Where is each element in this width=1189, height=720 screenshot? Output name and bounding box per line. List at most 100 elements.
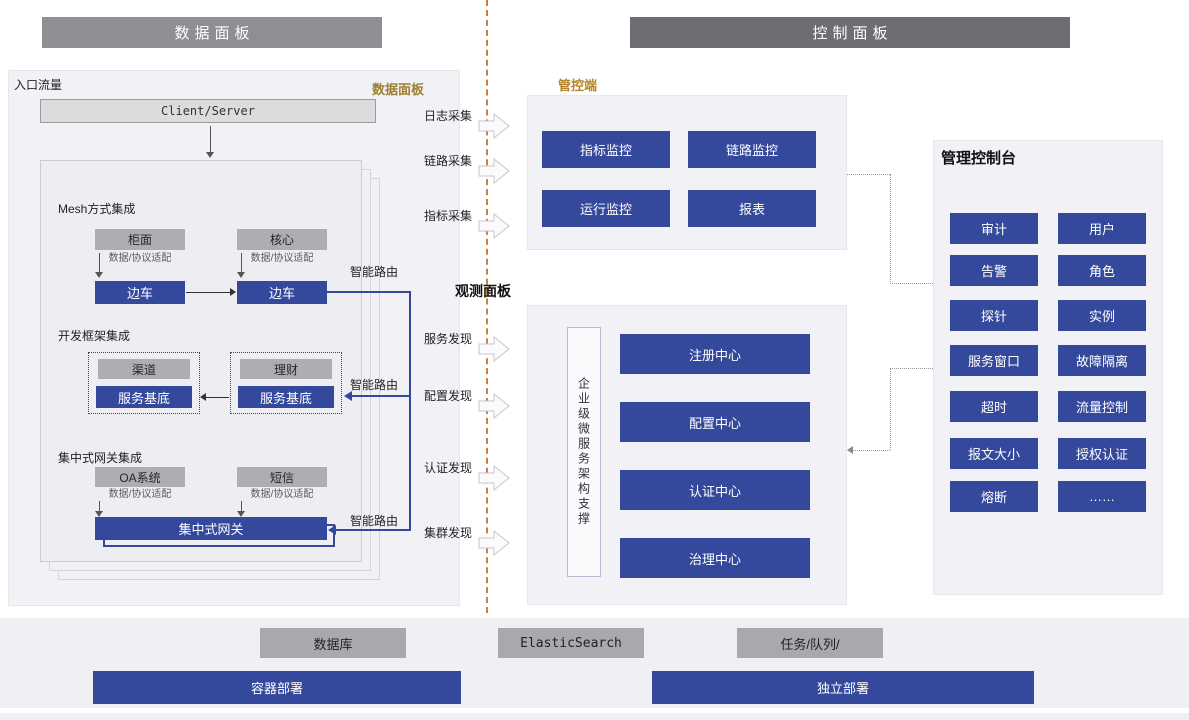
console-button-more: …… xyxy=(1058,481,1146,512)
core-box: 核心 xyxy=(237,229,327,250)
mesh-right-down-line xyxy=(241,253,242,274)
adapter-label: 数据/协议适配 xyxy=(108,253,172,264)
routing-arrow-middle-icon xyxy=(344,391,352,401)
flow-arrow-icon xyxy=(478,530,510,556)
console-button-timeout: 超时 xyxy=(950,391,1038,422)
mesh-section-title: Mesh方式集成 xyxy=(58,202,136,216)
trace-monitor-button: 链路监控 xyxy=(688,131,816,168)
gateway-left-down-arrow-icon xyxy=(95,511,103,517)
counter-box: 柜面 xyxy=(95,229,185,250)
dotted-connector xyxy=(890,283,933,284)
routing-line-middle xyxy=(351,395,410,397)
client-server-down-arrow-icon xyxy=(206,152,214,158)
database-box: 数据库 xyxy=(260,628,406,658)
service-base-box-right: 服务基底 xyxy=(238,386,334,408)
gateway-section-title: 集中式网关集成 xyxy=(58,451,143,465)
console-button-authorization: 授权认证 xyxy=(1058,438,1146,469)
governance-center-box: 治理中心 xyxy=(620,538,810,578)
flow-arrow-icon xyxy=(478,465,510,491)
management-console-title: 管理控制台 xyxy=(941,150,1017,167)
flow-arrow-icon xyxy=(478,158,510,184)
flow-arrow-icon xyxy=(478,393,510,419)
control-end-label: 管控端 xyxy=(558,78,598,93)
bottom-strip xyxy=(0,713,1189,720)
data-panel-corner-label: 数据面板 xyxy=(372,82,425,97)
framework-section-title: 开发框架集成 xyxy=(58,329,131,343)
entry-traffic-label: 入口流量 xyxy=(14,78,63,92)
console-button-role: 角色 xyxy=(1058,255,1146,286)
control-panel-header: 控制面板 xyxy=(630,17,1070,48)
console-button-probe: 探针 xyxy=(950,300,1038,331)
console-button-circuit-break: 熔断 xyxy=(950,481,1038,512)
client-server-down-line xyxy=(210,126,211,152)
flow-label-log: 日志采集 xyxy=(424,109,473,123)
panel-divider xyxy=(486,0,488,613)
config-center-box: 配置中心 xyxy=(620,402,810,442)
service-base-link-arrow-icon xyxy=(200,393,206,401)
wealth-box: 理财 xyxy=(240,359,332,379)
metric-monitor-button: 指标监控 xyxy=(542,131,670,168)
client-server-box: Client/Server xyxy=(40,99,376,123)
flow-label-metric: 指标采集 xyxy=(424,209,473,223)
smart-routing-label: 智能路由 xyxy=(350,514,399,528)
smart-routing-label: 智能路由 xyxy=(350,265,399,279)
data-panel-header: 数据面板 xyxy=(42,17,382,48)
dotted-connector xyxy=(890,174,891,284)
sidecar-box-right: 边车 xyxy=(237,281,327,304)
standalone-deploy-box: 独立部署 xyxy=(652,671,1034,704)
service-base-link-line xyxy=(206,397,229,398)
oa-system-box: OA系统 xyxy=(95,467,185,487)
adapter-label: 数据/协议适配 xyxy=(108,489,172,500)
sidecar-link-arrow-icon xyxy=(230,288,236,296)
console-button-user: 用户 xyxy=(1058,213,1146,244)
smart-routing-label: 智能路由 xyxy=(350,378,399,392)
gateway-right-down-line xyxy=(241,501,242,513)
console-button-audit: 审计 xyxy=(950,213,1038,244)
dotted-connector xyxy=(890,368,891,450)
flow-label-cluster-discovery: 集群发现 xyxy=(424,526,473,540)
channel-box: 渠道 xyxy=(98,359,190,379)
flow-label-config-discovery: 配置发现 xyxy=(424,389,473,403)
container-deploy-box: 容器部署 xyxy=(93,671,461,704)
dotted-connector-arrow-icon xyxy=(847,446,853,454)
mesh-left-down-line xyxy=(99,253,100,274)
mesh-left-down-arrow-icon xyxy=(95,272,103,278)
routing-line-bottom xyxy=(335,529,411,531)
flow-label-service-discovery: 服务发现 xyxy=(424,332,473,346)
adapter-label: 数据/协议适配 xyxy=(250,253,314,264)
mesh-right-down-arrow-icon xyxy=(237,272,245,278)
observe-panel-title: 观测面板 xyxy=(455,283,511,299)
support-vertical-label: 企业级微服务架构支撑 xyxy=(576,377,591,527)
sidecar-box-left: 边车 xyxy=(95,281,185,304)
flow-arrow-icon xyxy=(478,113,510,139)
task-queue-box: 任务/队列/ xyxy=(737,628,883,658)
adapter-label: 数据/协议适配 xyxy=(250,489,314,500)
auth-center-box: 认证中心 xyxy=(620,470,810,510)
framework-right-group xyxy=(230,352,342,414)
dotted-connector xyxy=(890,368,933,369)
console-button-message-size: 报文大小 xyxy=(950,438,1038,469)
console-button-flow-control: 流量控制 xyxy=(1058,391,1146,422)
elasticsearch-box: ElasticSearch xyxy=(498,628,644,658)
console-button-fault-isolation: 故障隔离 xyxy=(1058,345,1146,376)
flow-arrow-icon xyxy=(478,336,510,362)
centralized-gateway-box: 集中式网关 xyxy=(95,517,327,540)
flow-label-trace: 链路采集 xyxy=(424,154,473,168)
registry-center-box: 注册中心 xyxy=(620,334,810,374)
flow-label-auth-discovery: 认证发现 xyxy=(424,461,473,475)
runtime-monitor-button: 运行监控 xyxy=(542,190,670,227)
support-vertical-box: 企业级微服务架构支撑 xyxy=(567,327,601,577)
dotted-connector xyxy=(847,174,890,175)
routing-line-vertical xyxy=(409,291,411,531)
report-button: 报表 xyxy=(688,190,816,227)
gateway-left-down-line xyxy=(99,501,100,513)
flow-arrow-icon xyxy=(478,213,510,239)
console-button-service-window: 服务窗口 xyxy=(950,345,1038,376)
routing-line-top xyxy=(327,291,411,293)
routing-arrow-bottom-icon xyxy=(328,525,336,535)
framework-left-group xyxy=(88,352,200,414)
sidecar-link-line xyxy=(186,292,230,293)
gateway-right-down-arrow-icon xyxy=(237,511,245,517)
sms-box: 短信 xyxy=(237,467,327,487)
